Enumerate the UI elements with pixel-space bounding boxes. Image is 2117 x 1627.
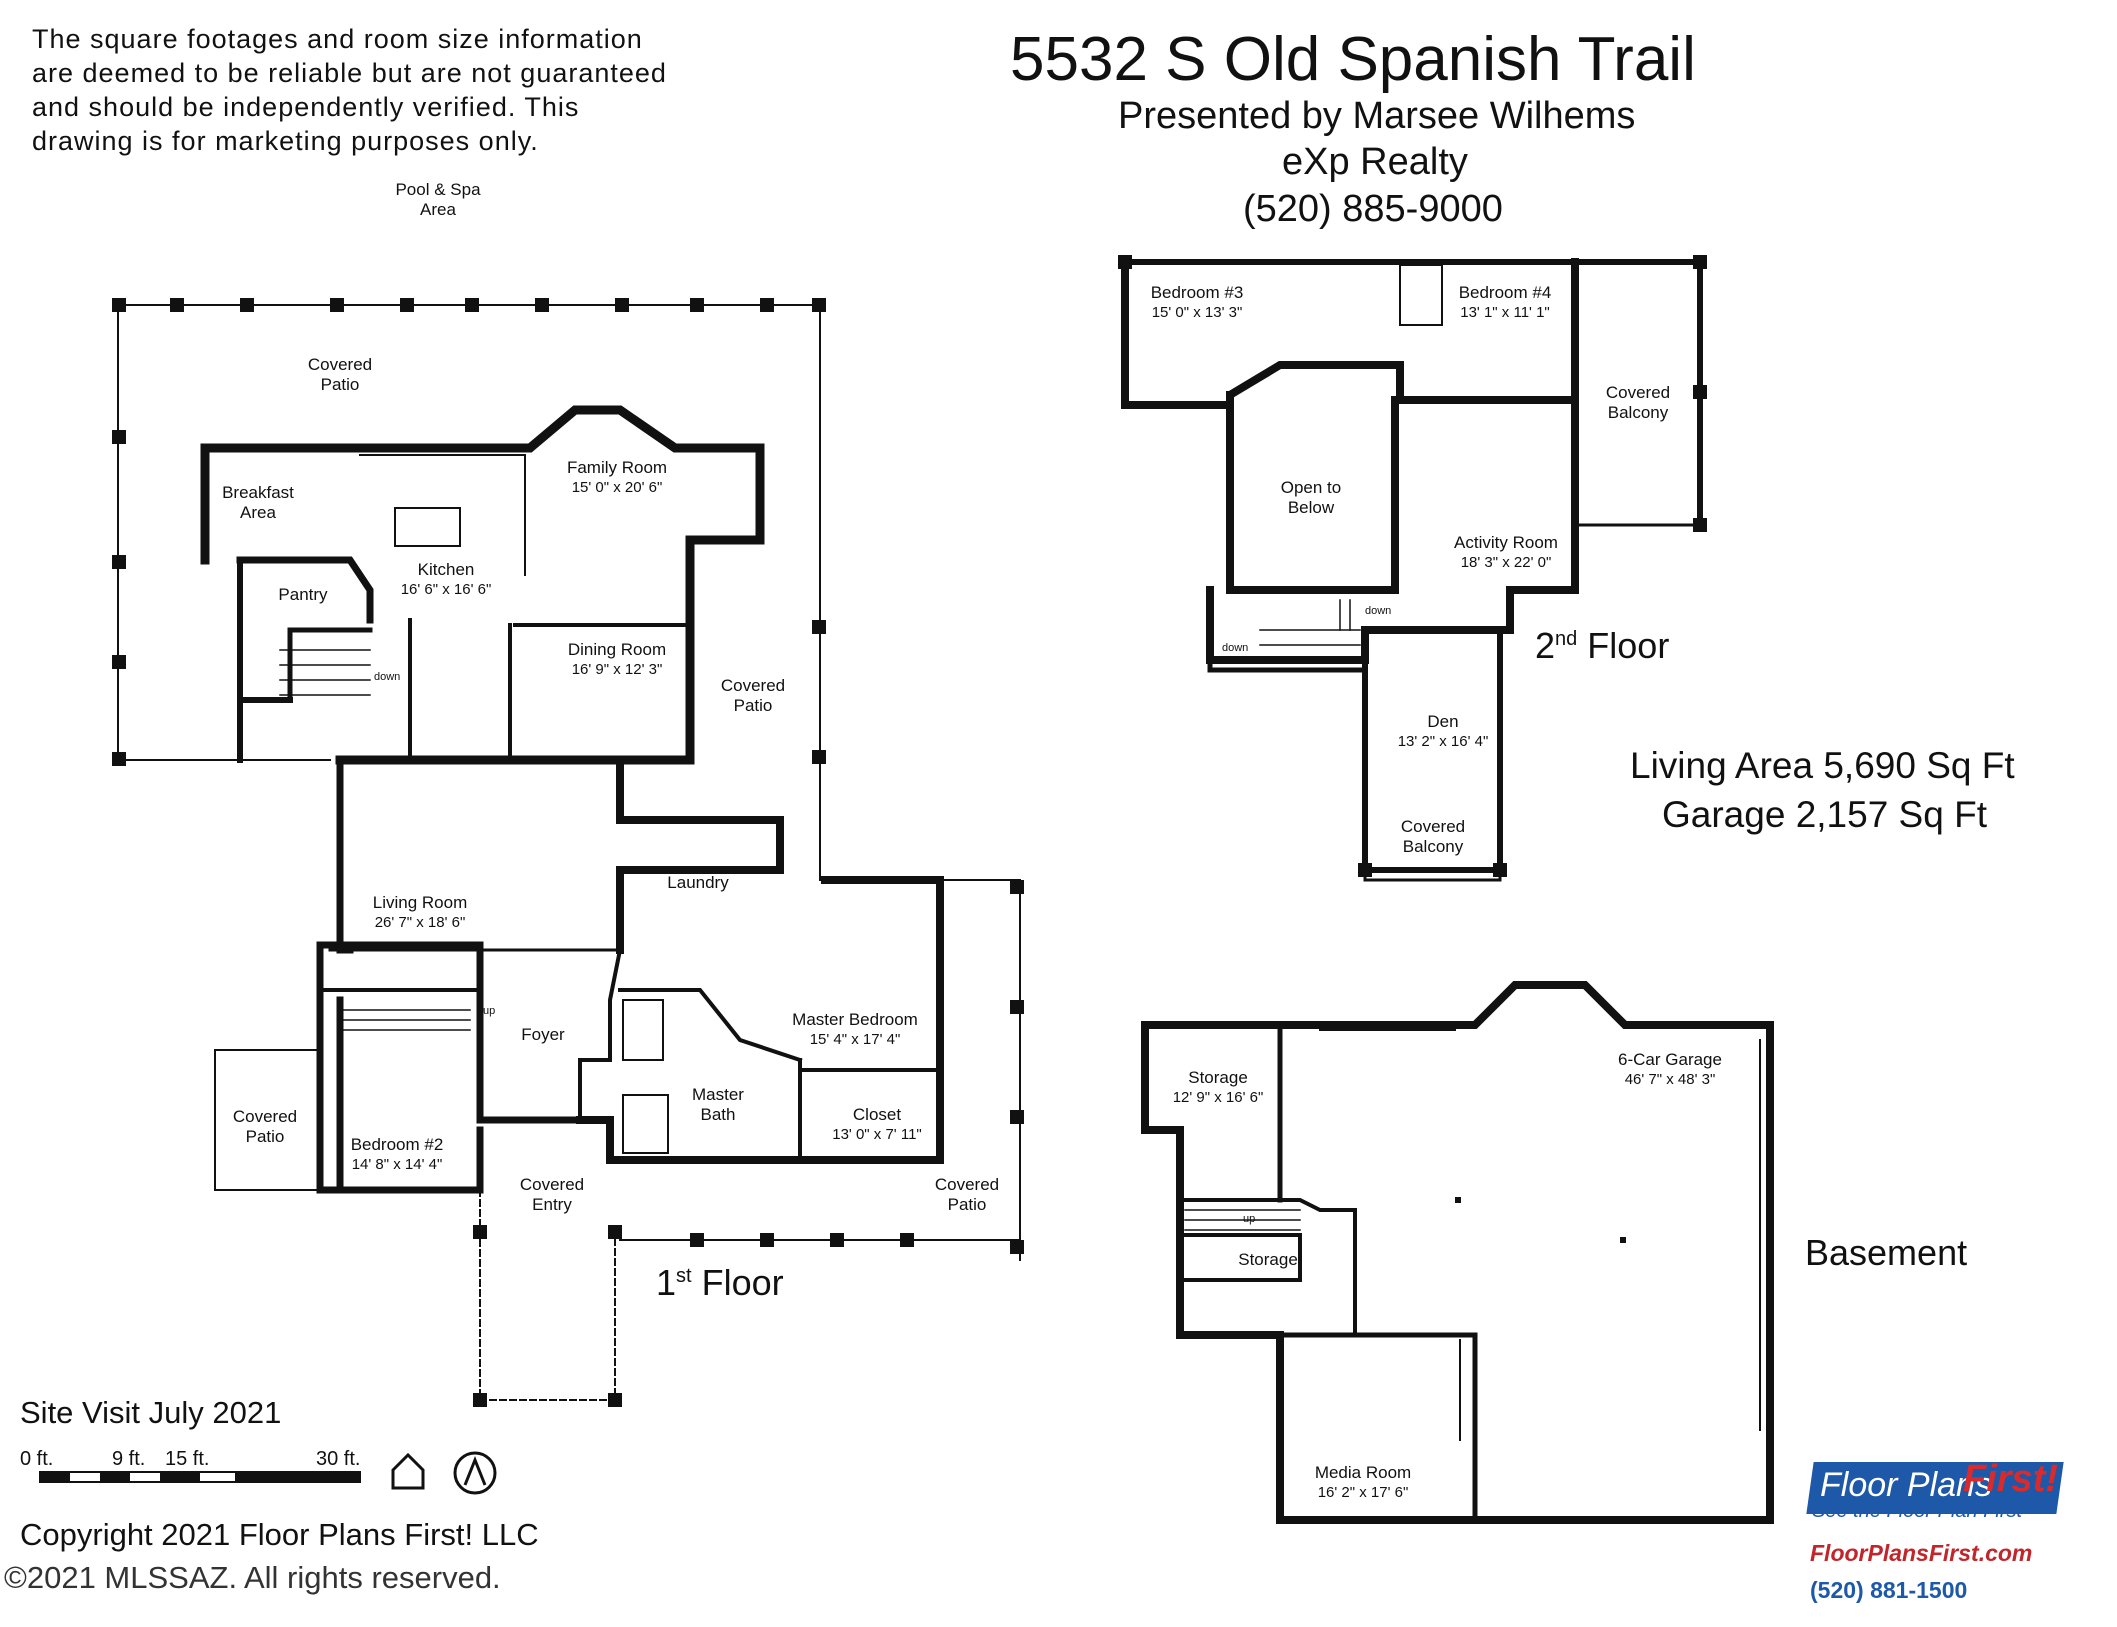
site-visit-date: Site Visit July 2021 xyxy=(20,1395,282,1430)
agency-phone: (520) 885-9000 xyxy=(1243,188,1503,230)
disclaimer-line: The square footages and room size inform… xyxy=(32,24,643,54)
disclaimer-line: are deemed to be reliable but are not gu… xyxy=(32,58,667,88)
scale-label-15: 15 ft. xyxy=(165,1448,210,1470)
logo-text: Floor Plans xyxy=(1820,1466,1992,1504)
disclaimer: The square footages and room size inform… xyxy=(32,22,667,158)
disclaimer-line: and should be independently verified. Th… xyxy=(32,92,580,122)
floor-label-basement: Basement xyxy=(1805,1232,1968,1273)
stair-label-down-3: down xyxy=(1222,642,1249,654)
living-area: Living Area 5,690 Sq Ft xyxy=(1630,745,2015,786)
presenter-name: Presented by Marsee Wilhems xyxy=(1118,95,1636,137)
stair-label-up: up xyxy=(483,1005,496,1017)
agency-name: eXp Realty xyxy=(1282,141,1468,183)
copyright-notice: Copyright 2021 Floor Plans First! LLC xyxy=(20,1517,539,1552)
branding-phone: (520) 881-1500 xyxy=(1810,1577,1968,1603)
stair-label-up-basement: up xyxy=(1243,1213,1256,1225)
logo-tagline: See the Floor Plan First xyxy=(1812,1500,2023,1522)
branding-url[interactable]: FloorPlansFirst.com xyxy=(1810,1540,2033,1566)
garage-area: Garage 2,157 Sq Ft xyxy=(1662,794,1987,835)
room-label-pantry: Pantry xyxy=(278,585,328,604)
stair-label-down: down xyxy=(374,671,401,683)
mls-notice: ©2021 MLSSAZ. All rights reserved. xyxy=(4,1560,501,1595)
disclaimer-line: drawing is for marketing purposes only. xyxy=(32,126,539,156)
room-label-foyer: Foyer xyxy=(521,1025,565,1044)
property-address: 5532 S Old Spanish Trail xyxy=(1010,25,1696,94)
scale-label-9: 9 ft. xyxy=(112,1448,146,1470)
scale-label-0: 0 ft. xyxy=(20,1448,54,1470)
stair-label-down-2: down xyxy=(1365,605,1392,617)
room-label-laundry: Laundry xyxy=(667,873,729,892)
floor-label-second: 2nd Floor xyxy=(1535,625,1670,666)
logo-first: First! xyxy=(1963,1458,2058,1500)
floor-label-first: 1st Floor xyxy=(656,1262,784,1303)
scale-label-30: 30 ft. xyxy=(316,1448,361,1470)
room-label-storage-2: Storage xyxy=(1238,1250,1298,1269)
